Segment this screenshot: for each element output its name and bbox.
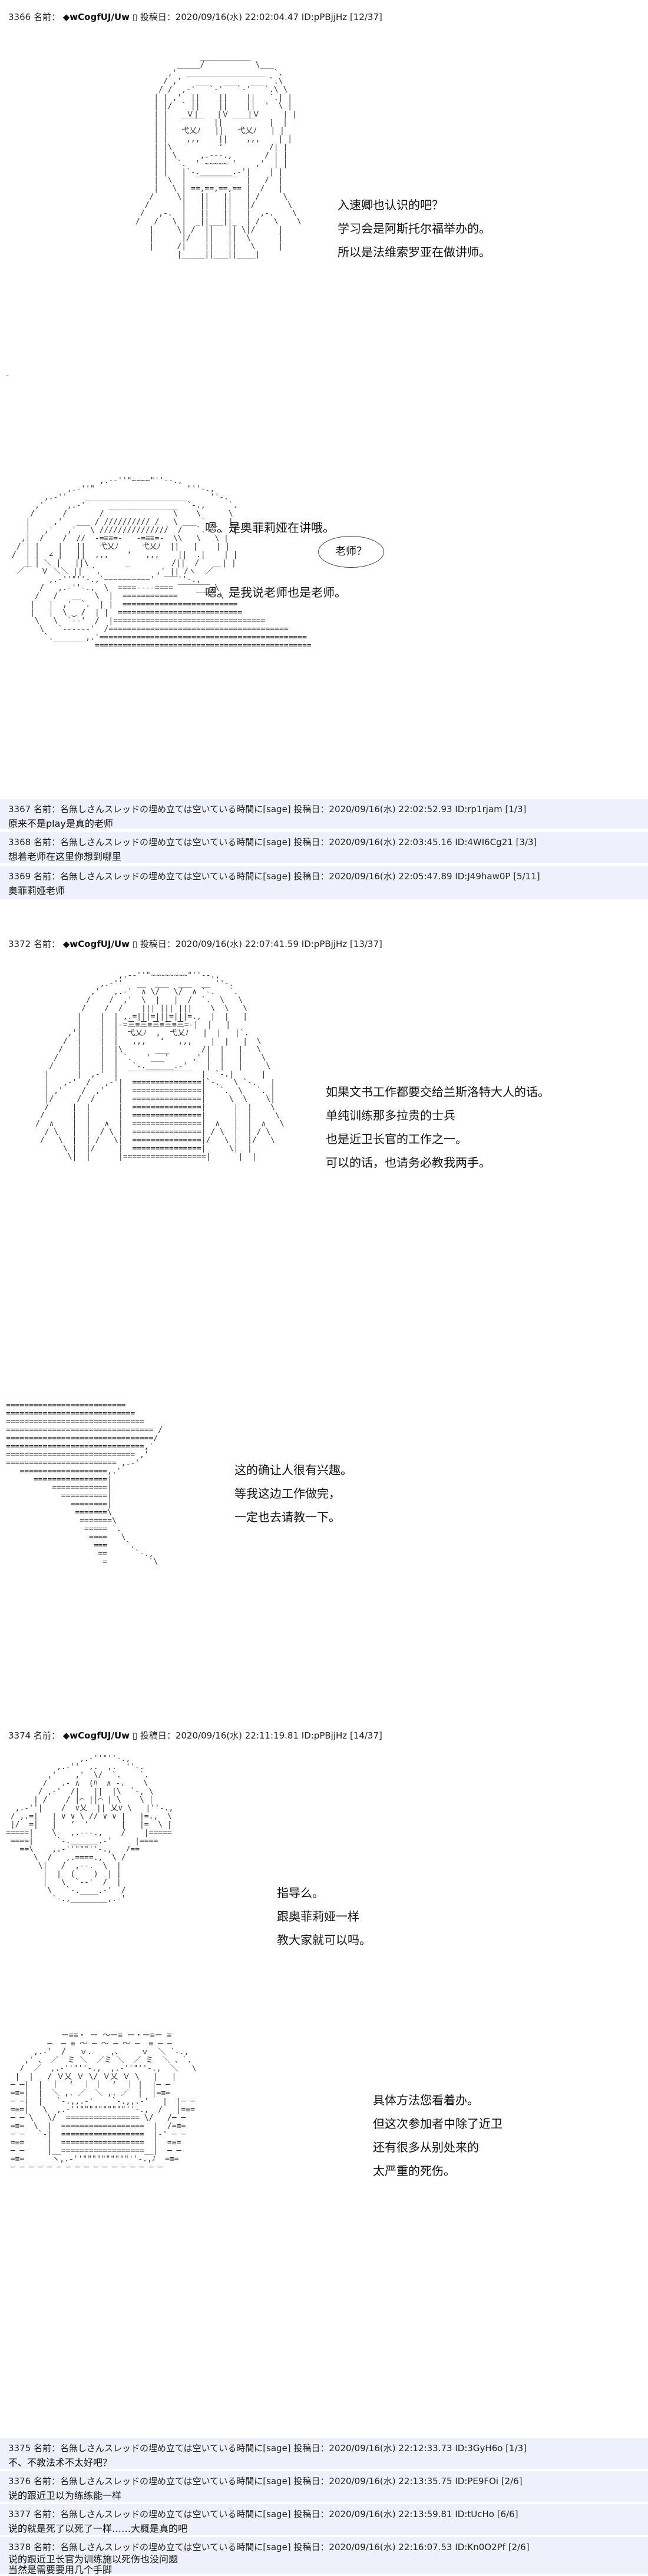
post-id[interactable]: ID:pPBjjHz — [301, 1730, 348, 1741]
dialogue-line: 跟奥菲莉娅一样 — [277, 1909, 359, 1923]
post-date: 投稿日：2020/09/16(水) 22:11:19.81 — [140, 1730, 299, 1741]
margin-mark: - — [6, 371, 9, 380]
reply-post: 3375 名前：名無しさんスレッドの埋め立ては空いている時間に[sage] 投稿… — [0, 2438, 648, 2469]
post-id[interactable]: ID:pPBjjHz — [301, 12, 348, 22]
dialogue-line: 教大家就可以吗。 — [277, 1933, 371, 1947]
reply-post: 3369 名前：名無しさんスレッドの埋め立ては空いている時間に[sage] 投稿… — [0, 866, 648, 899]
ascii-art-group-scene: ー≡≡・ ー ～ー≡ ー・ー≡ー ≡ ─ ─ ≡ ～ ─ ～ ─ ～ ─ ≡ ─… — [10, 2032, 197, 2172]
reply-header[interactable]: 3369 名前：名無しさんスレッドの埋め立ては空いている時間に[sage] 投稿… — [8, 871, 540, 882]
post-number: 3374 — [8, 1730, 31, 1741]
post-count: [13/37] — [349, 939, 382, 949]
poster-name[interactable]: ◆wCogfUJ/Uw — [62, 939, 130, 949]
dialogue-line: 但这次参加者中除了近卫 — [373, 2117, 502, 2131]
dialogue-line: 具体方法您看着办。 — [373, 2093, 479, 2107]
mail-icon[interactable]: ▯ — [132, 12, 138, 22]
dialogue-line: 入速卿也认识的吧？ — [338, 198, 444, 212]
name-label: 名前： — [33, 939, 60, 949]
dialogue-line: 指导么。 — [277, 1886, 324, 1900]
reply-header[interactable]: 3377 名前：名無しさんスレッドの埋め立ては空いている時間に[sage] 投稿… — [8, 2509, 518, 2519]
post-id[interactable]: ID:pPBjjHz — [301, 939, 348, 949]
post-header: 3366 名前： ◆wCogfUJ/Uw ▯ 投稿日：2020/09/16(水)… — [8, 11, 382, 23]
poster-name[interactable]: ◆wCogfUJ/Uw — [62, 1730, 130, 1741]
reply-post: 3376 名前：名無しさんスレッドの埋め立ては空いている時間に[sage] 投稿… — [0, 2471, 648, 2502]
dialogue-line: 嗯。是奥菲莉娅在讲哦。 — [205, 521, 335, 535]
ascii-art-girl-bowing: ,.-‐''"~~~~"''‐-., ,.-''" "''-., ,.-'' _… — [12, 477, 312, 650]
reply-header[interactable]: 3376 名前：名無しさんスレッドの埋め立ては空いている時間に[sage] 投稿… — [8, 2476, 523, 2486]
post-date: 投稿日：2020/09/16(水) 22:02:04.47 — [140, 12, 299, 22]
dialogue-line: 等我这边工作做完， — [234, 1486, 340, 1501]
reply-post: 3367 名前：名無しさんスレッドの埋め立ては空いている時間に[sage] 投稿… — [0, 799, 648, 829]
ascii-art-girl-pointing: ,.-‐''"~~~~~~~~"''‐-., ,.-'' __ ___ ___ … — [35, 972, 285, 1161]
dialogue-line: 一定也去请教一下。 — [234, 1510, 340, 1524]
dialogue-line: 嗯。是我说老师也是老师。 — [205, 585, 346, 600]
reply-header[interactable]: 3368 名前：名無しさんスレッドの埋め立ては空いている時間に[sage] 投稿… — [8, 837, 537, 847]
dialogue-line: 这的确让人很有兴趣。 — [234, 1463, 352, 1477]
ascii-art-figure-back: ========================== =============… — [6, 1402, 163, 1567]
mail-icon[interactable]: ▯ — [132, 1730, 138, 1741]
reply-post: 3368 名前：名無しさんスレッドの埋め立ては空いている時間に[sage] 投稿… — [0, 832, 648, 863]
reply-body: 想着老师在这里你想到哪里 — [8, 851, 122, 862]
reply-header[interactable]: 3378 名前：名無しさんスレッドの埋め立ては空いている時間に[sage] 投稿… — [8, 2542, 530, 2552]
dialogue-line: 还有很多从别处来的 — [373, 2140, 479, 2154]
reply-header[interactable]: 3367 名前：名無しさんスレッドの埋め立ては空いている時間に[sage] 投稿… — [8, 804, 527, 814]
reply-body: 说的跟近卫以为练练能一样 — [8, 2490, 122, 2501]
reply-post: 3378 名前：名無しさんスレッドの埋め立ては空いている時間に[sage] 投稿… — [0, 2537, 648, 2575]
name-label: 名前： — [33, 1730, 60, 1741]
name-label: 名前： — [33, 12, 60, 22]
reply-header[interactable]: 3375 名前：名無しさんスレッドの埋め立ては空いている時間に[sage] 投稿… — [8, 2443, 527, 2454]
dialogue-line: 如果文书工作都要交给兰斯洛特大人的话。 — [326, 1085, 550, 1099]
mail-icon[interactable]: ▯ — [132, 939, 138, 949]
reply-post: 3377 名前：名無しさんスレッドの埋め立ては空いている時間に[sage] 投稿… — [0, 2504, 648, 2535]
reply-body: 说的就是死了以死了一样……大概是真的吧 — [8, 2523, 188, 2534]
dialogue-line: 单纯训练那多拉贵的士兵 — [326, 1108, 455, 1123]
reply-body: 说的跟近卫长官为训练施以死伤也没问题 — [8, 2554, 178, 2565]
ascii-art-girl-portrait: ___________ _____/ \___ ,' _____________… — [135, 53, 302, 259]
post-number: 3372 — [8, 939, 31, 949]
reply-body: 不、不教法术不太好吧？ — [8, 2457, 113, 2468]
dialogue-line: 可以的话，也请务必教我两手。 — [326, 1155, 491, 1170]
post-header: 3372 名前： ◆wCogfUJ/Uw ▯ 投稿日：2020/09/16(水)… — [8, 938, 382, 950]
reply-body-line-2: 当然是需要要用几个手脚 — [8, 2564, 113, 2575]
speech-bubble: 老师？ — [318, 536, 384, 568]
reply-body: 奥菲莉娅老师 — [8, 885, 65, 896]
ascii-art-girl-small: ,.-''"''-., ,.-'' ,. ,. ''-. ,' ,' \/ `.… — [6, 1755, 174, 1903]
dialogue-line: 所以是法维索罗亚在做讲师。 — [338, 245, 491, 259]
dialogue-line: 也是近卫长官的工作之一。 — [326, 1132, 467, 1146]
post-number: 3366 — [8, 12, 31, 22]
dialogue-line: 太严重的死伤。 — [373, 2164, 455, 2178]
reply-body: 原来不是play是真的老师 — [8, 818, 113, 829]
post-count: [12/37] — [349, 12, 382, 22]
post-date: 投稿日：2020/09/16(水) 22:07:41.59 — [140, 939, 299, 949]
poster-name[interactable]: ◆wCogfUJ/Uw — [62, 12, 130, 22]
dialogue-line: 学习会是阿斯托尔福举办的。 — [338, 221, 491, 236]
post-header: 3374 名前： ◆wCogfUJ/Uw ▯ 投稿日：2020/09/16(水)… — [8, 1729, 382, 1741]
post-count: [14/37] — [349, 1730, 382, 1741]
